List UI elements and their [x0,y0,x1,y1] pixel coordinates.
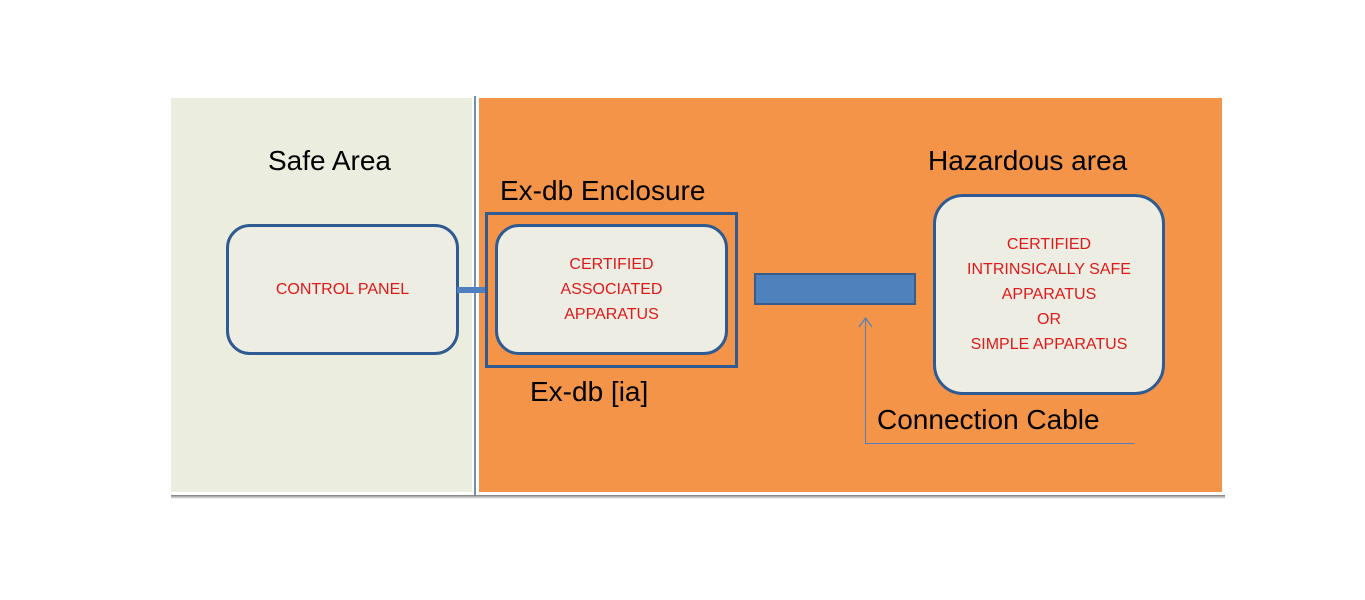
zone-boundary-highlight [477,96,478,496]
hazardous-area-title: Hazardous area [928,145,1128,176]
zone-boundary-line [474,96,476,496]
field-apparatus-box: CERTIFIED INTRINSICALLY SAFE APPARATUS O… [933,194,1165,395]
callout-line-horizontal [865,443,1134,444]
diagram-shadow [171,495,1225,499]
enclosure-title: Ex-db Enclosure [500,175,706,206]
safe-area-title: Safe Area [268,145,391,176]
callout-line-vertical [865,318,866,444]
connection-cable [754,273,916,305]
associated-apparatus-box: CERTIFIED ASSOCIATED APPARATUS [495,224,728,355]
panel-to-apparatus-link [457,287,487,293]
control-panel-label: CONTROL PANEL [275,281,410,298]
associated-apparatus-label: CERTIFIED ASSOCIATED APPARATUS [560,256,663,323]
field-apparatus-label: CERTIFIED INTRINSICALLY SAFE APPARATUS O… [967,236,1131,353]
ex-db-enclosure [485,212,738,368]
control-panel-box: CONTROL PANEL [226,224,459,355]
enclosure-marking: Ex-db [ia] [530,376,649,407]
connection-cable-label: Connection Cable [877,404,1100,435]
